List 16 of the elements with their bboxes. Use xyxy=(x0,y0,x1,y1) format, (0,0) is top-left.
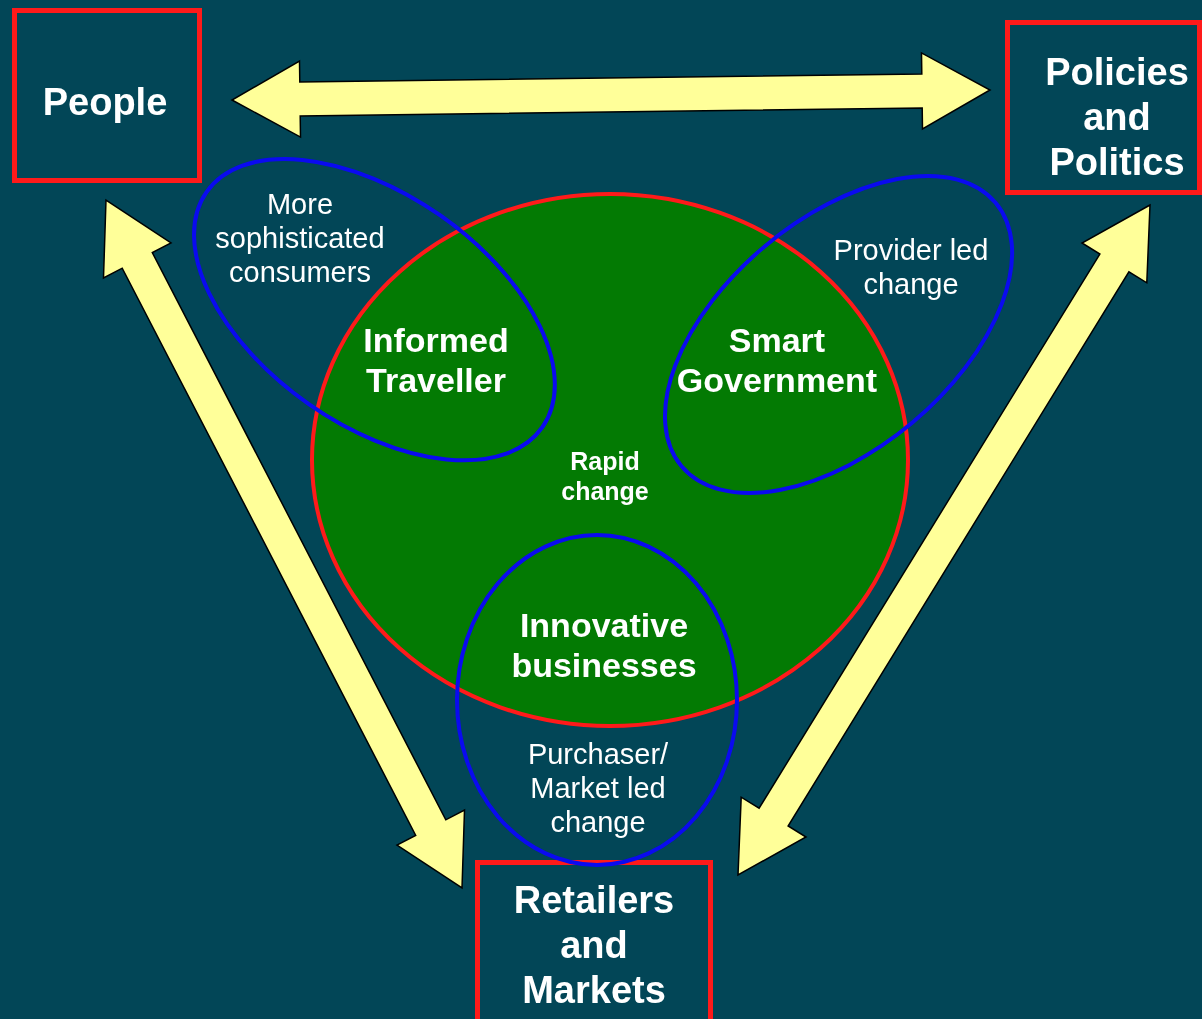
description-text: Provider led change xyxy=(832,232,990,302)
category-box xyxy=(1005,20,1202,195)
heading-label: Rapid change xyxy=(560,446,650,506)
heading-label: Smart Government xyxy=(675,319,879,401)
category-box xyxy=(12,8,202,183)
heading-label: Retailers and Markets xyxy=(512,877,676,1013)
heading-label: Informed Traveller xyxy=(362,319,510,401)
category-box xyxy=(475,860,713,1019)
double-arrow xyxy=(230,51,992,139)
heading-label: People xyxy=(41,79,169,125)
double-arrow xyxy=(737,203,1151,877)
description-text: Purchaser/ Market led change xyxy=(526,736,670,840)
description-text: More sophisticated consumers xyxy=(214,186,386,290)
heading-label: Innovative businesses xyxy=(510,604,698,686)
heading-label: Policies and Politics xyxy=(1044,49,1190,185)
double-arrow xyxy=(102,198,466,890)
